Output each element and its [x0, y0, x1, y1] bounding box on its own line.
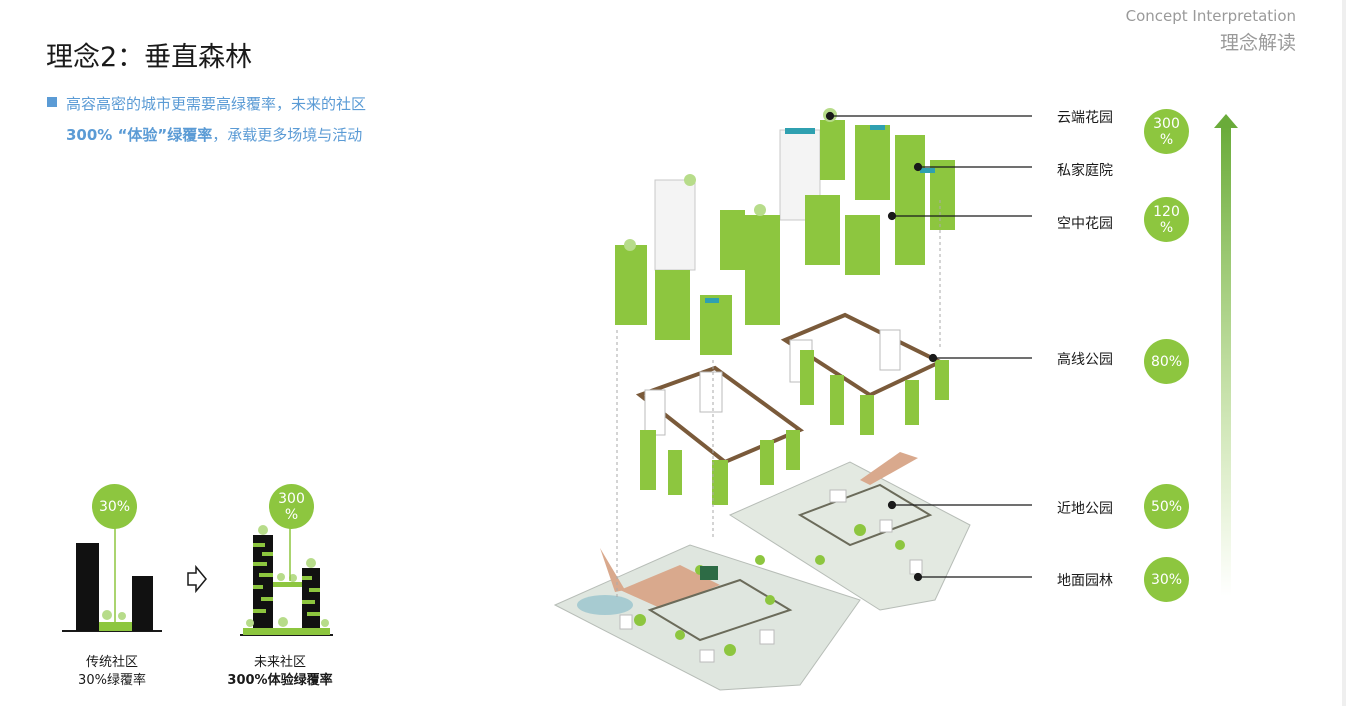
subtitle-line2: 300% “体验”绿覆率，承载更多场境与活动: [66, 124, 362, 145]
bullet-icon: [47, 97, 57, 107]
rate-badge-sky-garden: 120 %: [1144, 197, 1189, 242]
rate-badge-ground-garden: 30%: [1144, 557, 1189, 602]
arrow-up-icon: [1214, 114, 1238, 596]
rate-badge-near-ground-park: 50%: [1144, 484, 1189, 529]
highline-park-layer: [635, 312, 949, 505]
level-label-private-courtyard: 私家庭院: [1057, 163, 1113, 179]
level-label-cloud-garden: 云端花园: [1057, 110, 1113, 126]
level-label-near-ground-park: 近地公园: [1057, 501, 1113, 517]
level-label-sky-garden: 空中花园: [1057, 216, 1113, 232]
rate-badge-cloud-garden: 300 %: [1144, 109, 1189, 154]
level-label-highline-park: 高线公园: [1057, 352, 1113, 368]
rate-badge-highline-park: 80%: [1144, 339, 1189, 384]
subtitle-line1: 高容高密的城市更需要高绿覆率，未来的社区: [66, 95, 367, 113]
traditional-badge: 30%: [92, 484, 137, 529]
subtitle-rest: ，承载更多场境与活动: [212, 126, 363, 144]
subtitle-emphasis: 300% “体验”绿覆率: [66, 126, 213, 144]
header-en: Concept Interpretation: [1125, 7, 1296, 25]
page-title: 理念2：垂直森林: [46, 42, 253, 73]
future-community-graphic: [240, 525, 333, 636]
traditional-caption: 传统社区 30%绿覆率: [78, 655, 146, 688]
arrow-right-icon: [187, 564, 207, 594]
future-badge: 300 %: [269, 484, 314, 529]
traditional-community-graphic: [62, 526, 162, 632]
right-edge-bar: [1342, 0, 1346, 706]
leader-lines: [825, 111, 1032, 582]
sky-garden-towers: [615, 108, 955, 355]
header-cn: 理念解读: [1219, 32, 1296, 54]
future-caption: 未来社区 300%体验绿覆率: [227, 655, 333, 688]
level-label-ground-garden: 地面园林: [1057, 573, 1113, 589]
ground-garden-layer: [553, 452, 971, 691]
